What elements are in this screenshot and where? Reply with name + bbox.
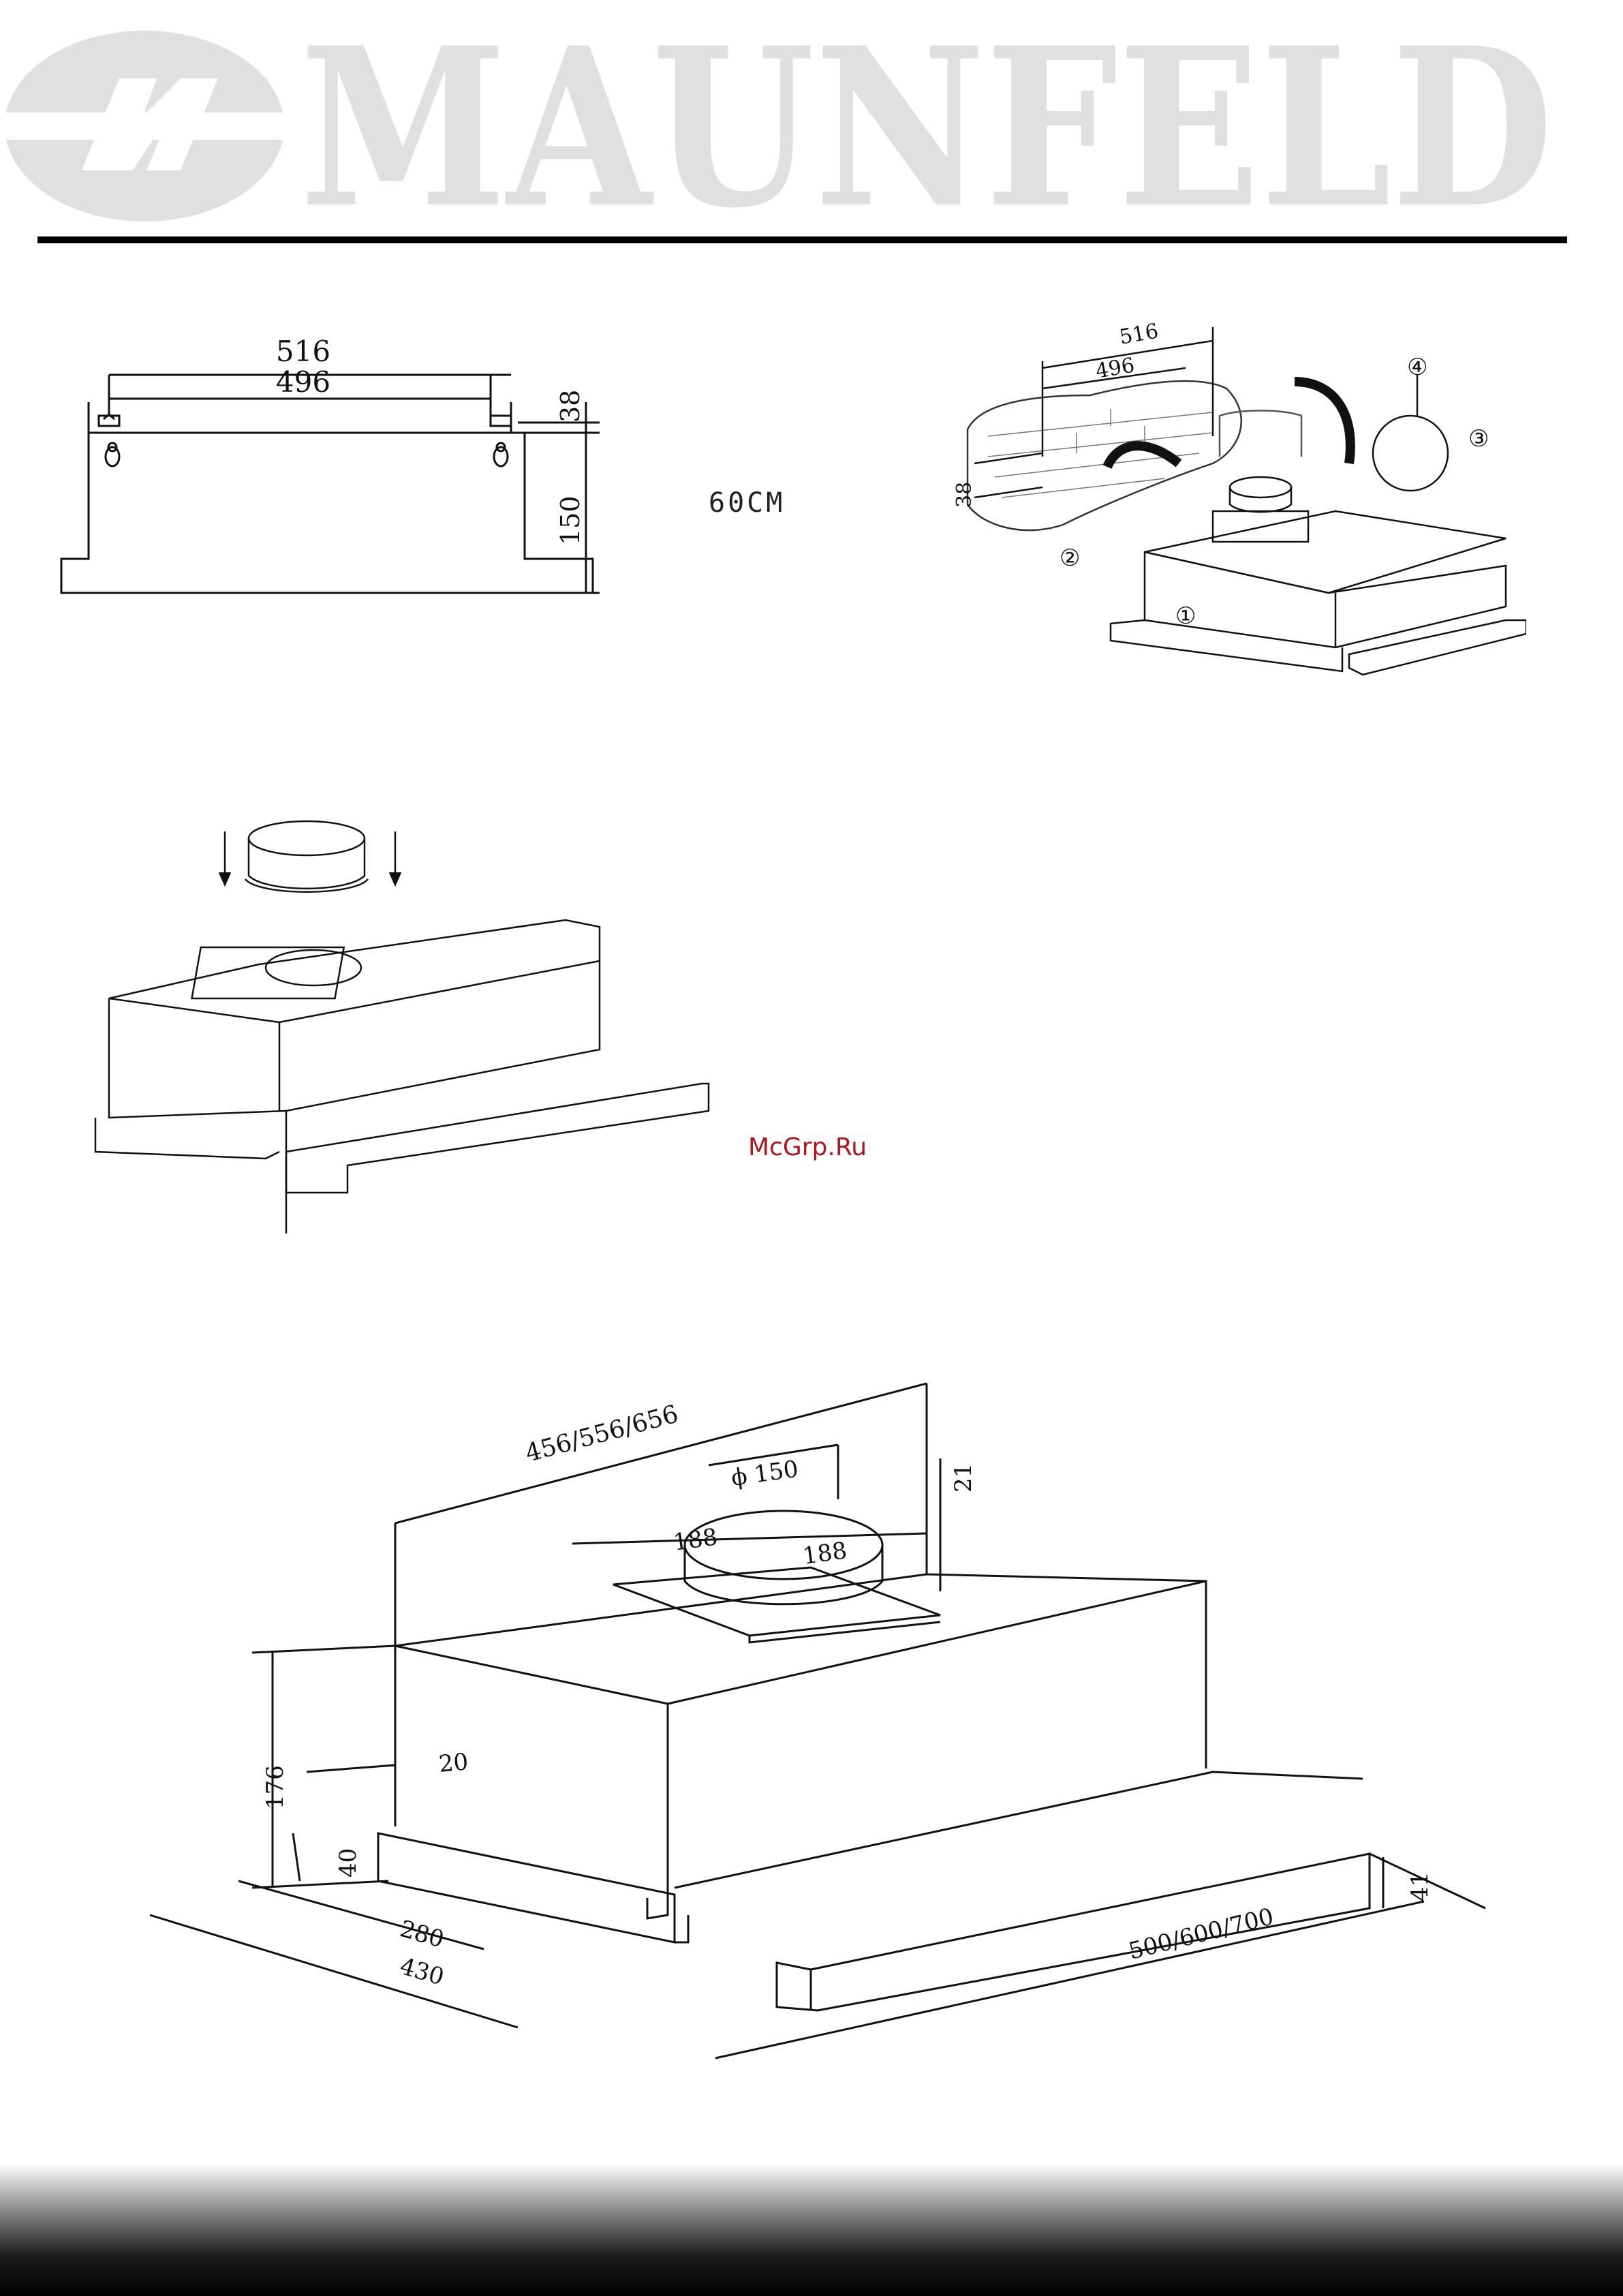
size-label: 60CM <box>709 487 785 519</box>
dim-slider-height: 41 <box>1406 1872 1434 1901</box>
step-3: ③ <box>1468 425 1489 453</box>
top-dim-inner: 496 <box>276 365 330 399</box>
dim-flange-b: 188 <box>801 1537 849 1570</box>
step-1: ① <box>1175 602 1196 630</box>
dim-slider-width: 500/600/700 <box>1126 1903 1277 1965</box>
footer-gradient <box>0 2164 1623 2296</box>
installation-diagram: 516 496 38 ① ② ③ ④ <box>940 300 1526 695</box>
watermark: McGrp.Ru <box>748 1133 867 1161</box>
dim-front-height: 40 <box>335 1848 362 1878</box>
top-dim-150: 150 <box>555 495 585 545</box>
brand-name: MAUNFELD <box>300 1 1554 239</box>
dim-front-offset: 20 <box>437 1748 469 1778</box>
install-dim-side: 38 <box>953 482 976 508</box>
dim-depth-inner: 280 <box>397 1915 447 1953</box>
dim-flange-a: 188 <box>672 1523 720 1557</box>
top-dim-38: 38 <box>555 390 585 423</box>
dimension-drawing: 456/556/656 ϕ 150 188 188 21 176 20 40 2… <box>136 1356 1540 2072</box>
dim-width: 456/556/656 <box>523 1400 681 1467</box>
install-dim-outer: 516 <box>1117 319 1160 349</box>
brand-emblem: M <box>0 0 293 221</box>
dim-flange-height: 21 <box>950 1463 977 1493</box>
mounting-holes-diagram: 516 496 38 150 <box>41 320 654 702</box>
header-rule <box>37 236 1567 243</box>
dim-depth-total: 430 <box>397 1953 447 1991</box>
adapter-fitting-diagram <box>89 811 736 1234</box>
install-dim-inner: 496 <box>1094 353 1136 383</box>
maunfeld-logo: M MAUNFELD <box>0 0 1623 239</box>
top-dim-outer: 516 <box>276 335 330 368</box>
step-4: ④ <box>1407 354 1427 381</box>
dim-body-height: 176 <box>262 1765 289 1809</box>
step-2: ② <box>1060 545 1080 572</box>
